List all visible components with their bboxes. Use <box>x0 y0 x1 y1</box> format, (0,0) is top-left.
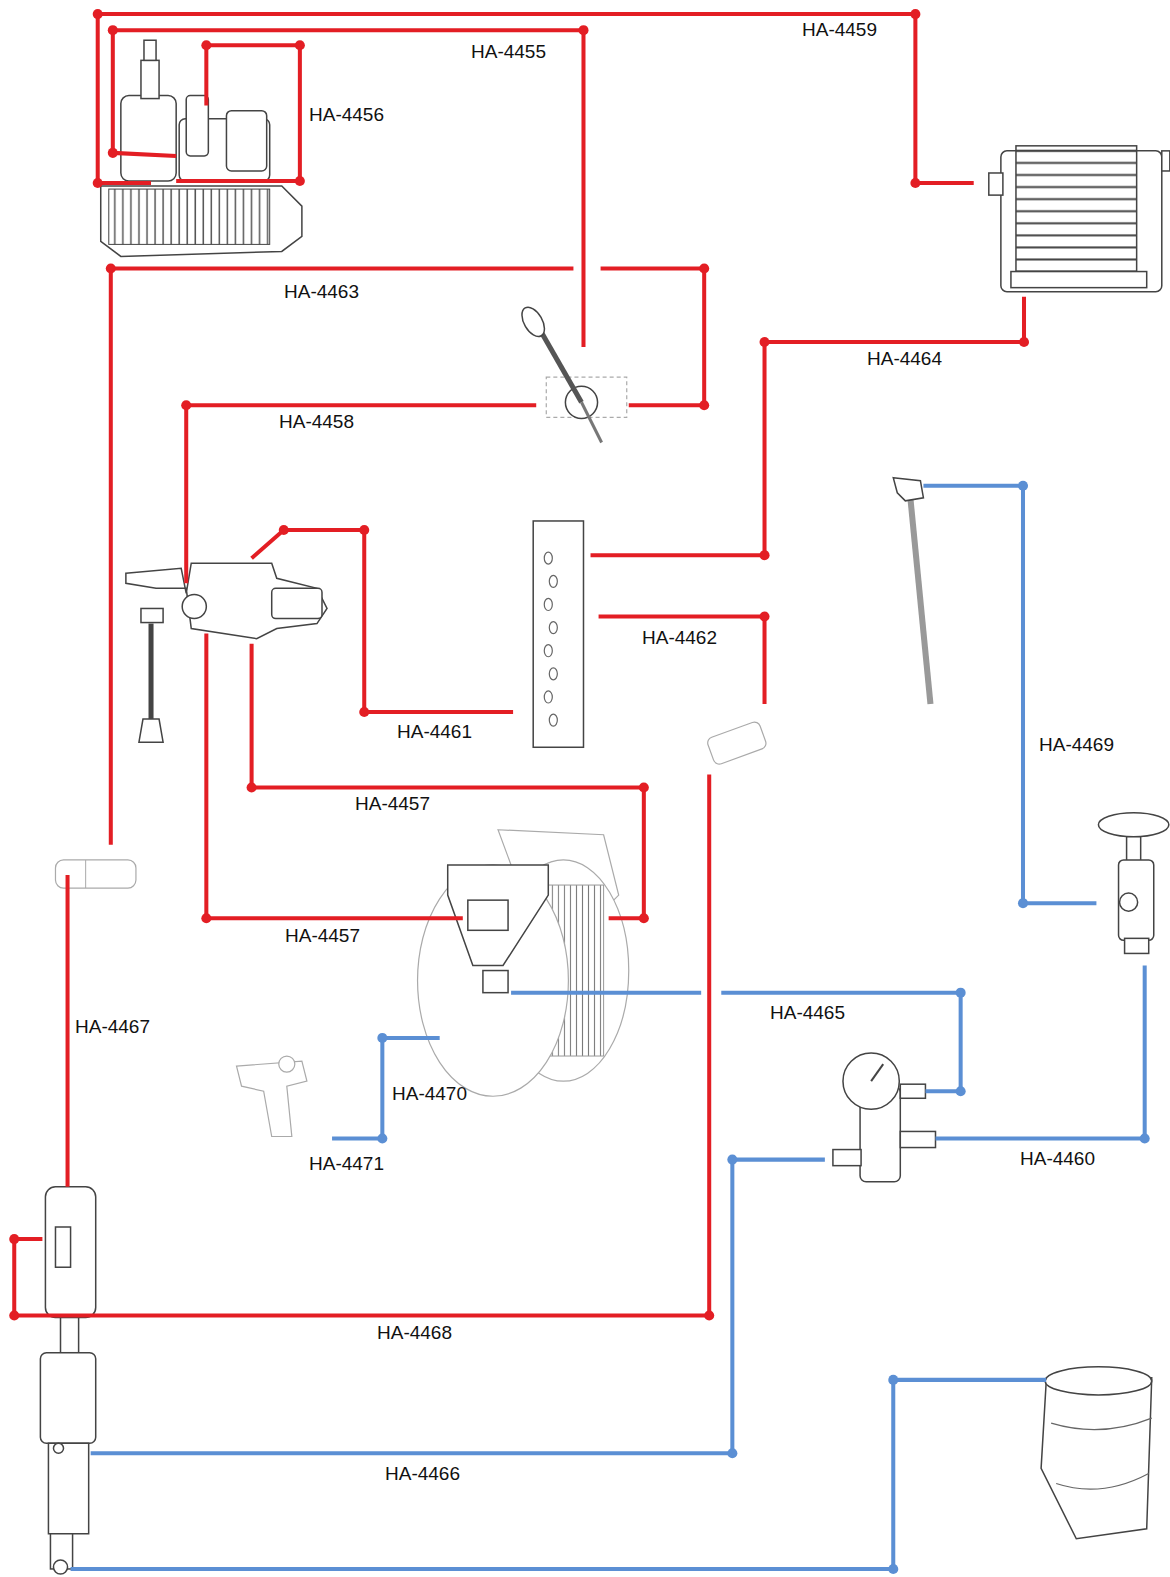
hose-end-dot <box>578 25 588 35</box>
hose-end-dot <box>377 1033 387 1043</box>
hose-part-number: HA-4456 <box>307 105 386 126</box>
hose-end-dot <box>295 176 305 186</box>
material-drum <box>1041 1367 1152 1539</box>
hydraulic-power-unit <box>101 40 302 256</box>
hose-part-number: HA-4465 <box>768 1003 847 1024</box>
hose-end-dot <box>1019 337 1029 347</box>
hose-end-dot <box>108 148 118 158</box>
hose-end-dot <box>699 264 709 274</box>
hose-end-dot <box>9 1310 19 1320</box>
hose-end-dot <box>93 9 103 19</box>
hose-end-dot <box>759 550 769 560</box>
hose-part-number: HA-4460 <box>1018 1149 1097 1170</box>
hose-end-dot <box>910 9 920 19</box>
hose-part-number: HA-4455 <box>469 42 548 63</box>
hose-part-number: HA-4457 <box>283 926 362 947</box>
hose-end-dot <box>888 1375 898 1385</box>
hose-part-number: HA-4470 <box>390 1084 469 1105</box>
hose-end-dot <box>639 913 649 923</box>
selector-valve <box>517 303 626 442</box>
directional-control-valve <box>126 563 327 742</box>
hose-end-dot <box>108 25 118 35</box>
hose-end-dot <box>699 400 709 410</box>
hose-part-number: HA-4463 <box>282 282 361 303</box>
hose-end-dot <box>1018 898 1028 908</box>
hose-end-dot <box>1018 481 1028 491</box>
hose-end-dot <box>359 707 369 717</box>
hose-end-dot <box>759 337 769 347</box>
hose-end-dot <box>704 1310 714 1320</box>
spray-gun <box>237 1056 307 1136</box>
hose-end-dot <box>93 178 103 188</box>
manifold-block <box>533 521 583 747</box>
hydraulic-hoses <box>9 9 1029 1320</box>
hose-part-number: HA-4461 <box>395 722 474 743</box>
hose-end-dot <box>956 988 966 998</box>
air-fluid-hoses <box>71 481 1150 1574</box>
hose-end-dot <box>888 1564 898 1574</box>
hose-end-dot <box>106 264 116 274</box>
hose-end-dot <box>359 525 369 535</box>
hose-end-dot <box>1140 1133 1150 1143</box>
hose-end-dot <box>279 525 289 535</box>
hose-end-dot <box>639 782 649 792</box>
hose-end-dot <box>377 1133 387 1143</box>
hose-part-number: HA-4467 <box>73 1017 152 1038</box>
pressure-regulator <box>1098 813 1168 954</box>
suction-tube <box>893 478 930 704</box>
hose-end-dot <box>727 1155 737 1165</box>
hose-part-number: HA-4469 <box>1037 735 1116 756</box>
hose-end-dot <box>759 611 769 621</box>
hose-end-dot <box>247 782 257 792</box>
hose-end-dot <box>956 1086 966 1096</box>
hose-end-dot <box>9 1234 19 1244</box>
hose-part-number: HA-4468 <box>375 1323 454 1344</box>
hose-end-dot <box>910 178 920 188</box>
piston-pump <box>40 1187 95 1574</box>
hose-end-dot <box>727 1448 737 1458</box>
hose-reel <box>418 830 629 1097</box>
hose-end-dot <box>181 400 191 410</box>
hose-fitting <box>706 720 768 765</box>
hose-part-number: HA-4462 <box>640 628 719 649</box>
hose-part-number: HA-4464 <box>865 349 944 370</box>
hose-part-number: HA-4471 <box>307 1154 386 1175</box>
hose-part-number: HA-4466 <box>383 1464 462 1485</box>
hose-part-number: HA-4458 <box>277 412 356 433</box>
filter-regulator-gauge <box>833 1053 936 1182</box>
hose-end-dot <box>295 40 305 50</box>
hose-part-number: HA-4459 <box>800 20 879 41</box>
hose-part-number: HA-4457 <box>353 794 432 815</box>
oil-cooler <box>989 146 1170 292</box>
hose-end-dot <box>201 913 211 923</box>
hose-end-dot <box>201 40 211 50</box>
